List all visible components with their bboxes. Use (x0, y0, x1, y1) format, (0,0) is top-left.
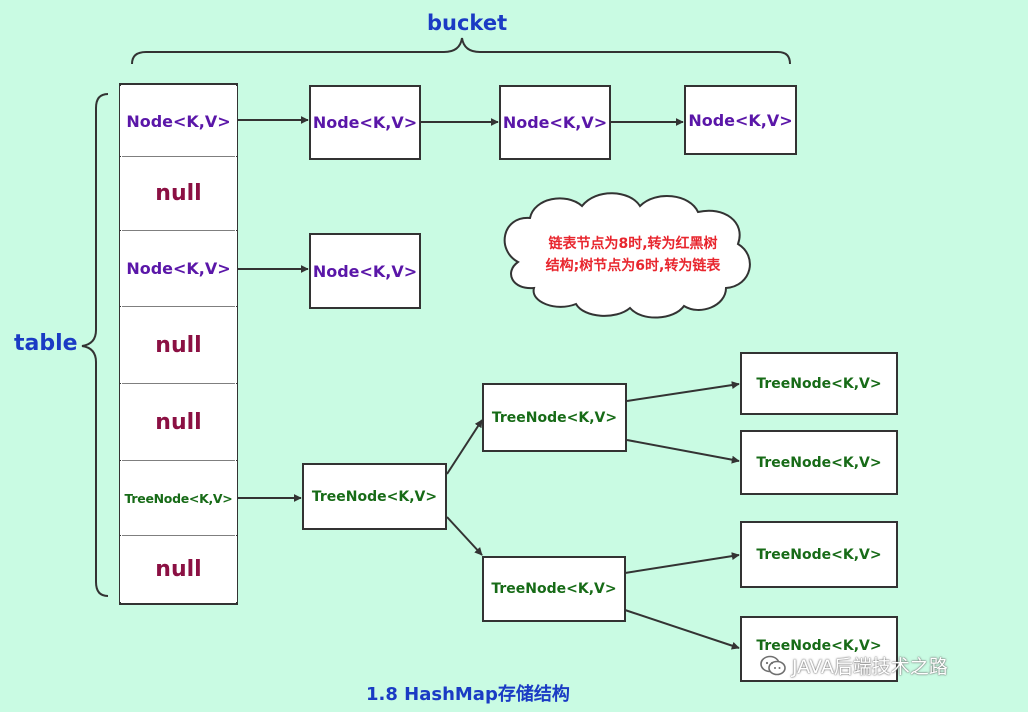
note-line-2: 结构;树节点为6时,转为链表 (545, 258, 721, 274)
table-cell-2: Node<K,V> (120, 231, 237, 306)
table-cell-5: TreeNode<K,V> (120, 461, 237, 535)
note-text: 链表节点为8时,转为红黑树 结构;树节点为6时,转为链表 (520, 233, 746, 277)
table-cell-4: null (120, 384, 237, 460)
arrow-upper-leaf1 (626, 381, 740, 402)
bucket-brace (131, 37, 791, 65)
chain1-node-2: Node<K,V> (499, 85, 611, 160)
table-cell-6: null (120, 536, 237, 602)
arrow-root-upper (446, 419, 483, 475)
tree-lower-leaf-1: TreeNode<K,V> (740, 521, 898, 588)
table-cell-1: null (120, 157, 237, 230)
arrow-lower-leaf2 (624, 609, 740, 650)
table-cell-3: null (120, 307, 237, 383)
chain3-node-1: Node<K,V> (309, 233, 421, 309)
table-dividers (122, 155, 235, 536)
watermark-text: JAVA后端技术之路 (792, 656, 948, 678)
tree-upper-leaf-1: TreeNode<K,V> (740, 352, 898, 415)
table-label: table (14, 331, 78, 356)
chain1-node-1: Node<K,V> (309, 85, 421, 160)
note-line-1: 链表节点为8时,转为红黑树 (548, 236, 718, 252)
diagram-caption: 1.8 HashMap存储结构 (366, 684, 570, 705)
tree-upper: TreeNode<K,V> (482, 383, 627, 452)
bucket-label: bucket (427, 11, 508, 35)
arrow-lower-leaf1 (624, 552, 740, 574)
chain1-node-3: Node<K,V> (684, 85, 797, 155)
arrow-root-lower (446, 516, 483, 556)
chat-bubbles-icon (760, 655, 786, 675)
table-cell-0: Node<K,V> (120, 86, 237, 156)
tree-lower: TreeNode<K,V> (482, 556, 626, 622)
note-cloud (503, 192, 751, 319)
tree-root: TreeNode<K,V> (302, 463, 447, 530)
tree-upper-leaf-2: TreeNode<K,V> (740, 430, 898, 495)
arrow-upper-leaf2 (626, 439, 740, 464)
watermark: JAVA后端技术之路 (760, 652, 948, 679)
table-brace (81, 93, 109, 597)
